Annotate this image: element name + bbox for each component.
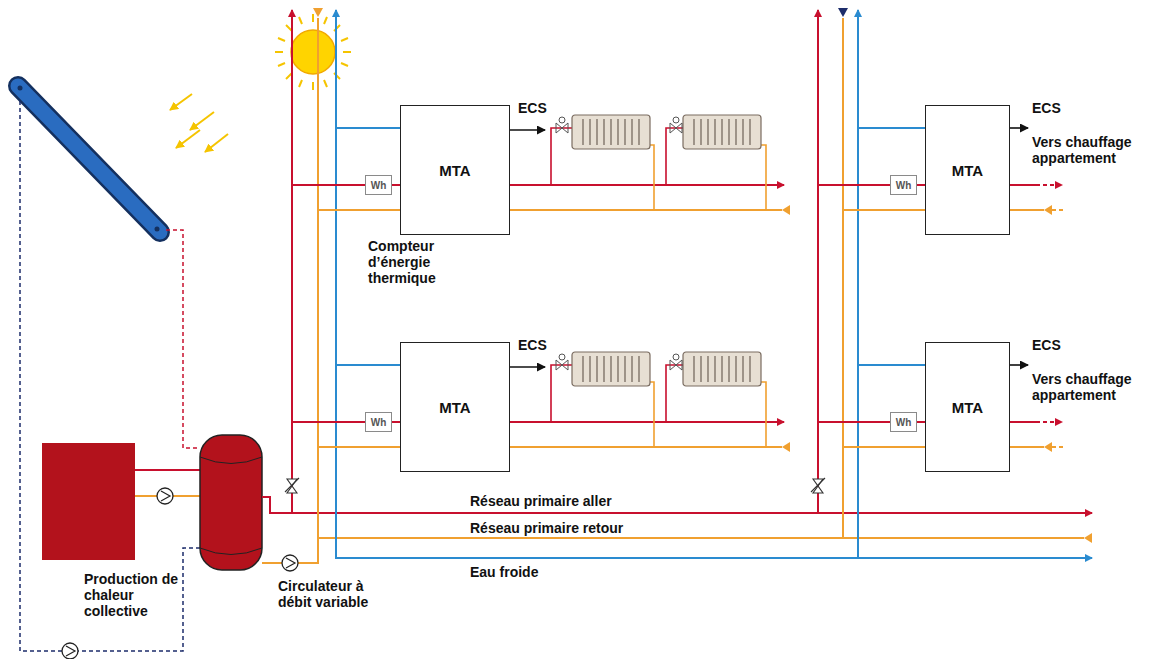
- boiler-box: Production de chaleur collective: [42, 443, 135, 560]
- pipe-label: Eau froide: [470, 564, 538, 580]
- energy-meter: Wh: [365, 175, 392, 195]
- energy-meter: Wh: [890, 175, 917, 195]
- node-label: Wh: [371, 180, 387, 191]
- ecs-label: ECS: [518, 337, 547, 353]
- energy-meter: Wh: [890, 412, 917, 432]
- node-label: MTA: [439, 399, 470, 416]
- node-label: Wh: [371, 417, 387, 428]
- module-box: MTA: [925, 105, 1010, 235]
- supply-pipe: [917, 184, 925, 186]
- outlet-label: Vers chauffage appartement: [1032, 371, 1154, 403]
- ecs-label: ECS: [1032, 100, 1061, 116]
- module-box: MTA: [925, 342, 1010, 472]
- meter-caption: Compteur d’énergie thermique: [368, 238, 478, 286]
- energy-meter: Wh: [365, 412, 392, 432]
- ecs-label: ECS: [1032, 337, 1061, 353]
- pipe-label: Réseau primaire aller: [470, 493, 612, 509]
- outlet-label: Vers chauffage appartement: [1032, 134, 1154, 166]
- module-box: MTA: [400, 342, 510, 472]
- pipe-label: Réseau primaire retour: [470, 520, 623, 536]
- boiler-label: Production de chaleur collective: [84, 571, 179, 619]
- supply-pipe: [392, 421, 400, 423]
- supply-pipe: [392, 184, 400, 186]
- node-label: MTA: [439, 162, 470, 179]
- module-box: MTA: [400, 105, 510, 235]
- node-label: MTA: [952, 162, 983, 179]
- pump-caption: Circulateur à débit variable: [278, 578, 373, 610]
- supply-pipe: [917, 421, 925, 423]
- node-label: MTA: [952, 399, 983, 416]
- node-label: Wh: [896, 180, 912, 191]
- ecs-label: ECS: [518, 100, 547, 116]
- node-label: Wh: [896, 417, 912, 428]
